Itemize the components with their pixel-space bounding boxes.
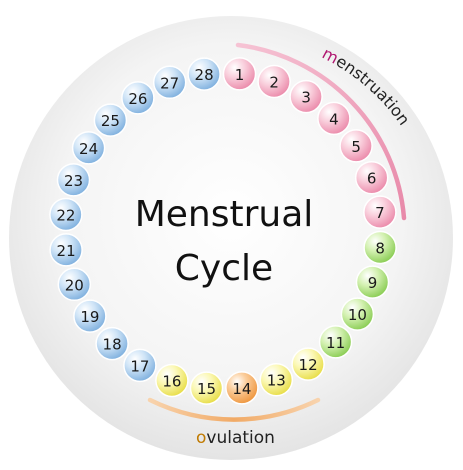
day-number: 21	[57, 242, 76, 260]
day-bead-12: 12	[291, 347, 325, 381]
day-circle	[363, 230, 397, 265]
ovulation-label-first: o	[196, 428, 206, 448]
day-bead-2: 2	[257, 64, 291, 99]
title-line-2: Cycle	[175, 248, 273, 289]
day-bead-9: 9	[355, 265, 390, 299]
day-number: 12	[299, 356, 318, 374]
day-number: 28	[195, 66, 214, 84]
day-number: 13	[267, 372, 286, 390]
day-circle	[291, 347, 325, 381]
day-bead-5: 5	[339, 129, 373, 163]
day-circle	[222, 57, 257, 91]
day-circle	[155, 363, 189, 398]
day-number: 6	[367, 170, 377, 188]
day-number: 22	[56, 207, 75, 225]
day-number: 8	[375, 240, 385, 258]
day-number: 25	[101, 112, 120, 130]
day-circle	[363, 195, 397, 229]
day-bead-16: 16	[155, 363, 189, 398]
day-number: 18	[103, 336, 122, 354]
day-circle	[123, 348, 157, 383]
day-bead-11: 11	[318, 325, 353, 359]
day-circle	[57, 267, 92, 302]
ovulation-label-rest: vulation	[206, 428, 275, 448]
day-number: 11	[326, 334, 345, 352]
day-bead-21: 21	[49, 233, 83, 267]
day-number: 27	[160, 74, 179, 92]
day-circle	[354, 160, 389, 195]
day-circle	[318, 325, 353, 359]
day-circle	[340, 297, 375, 331]
day-bead-8: 8	[363, 230, 397, 265]
day-number: 9	[368, 274, 378, 292]
day-number: 16	[162, 373, 181, 391]
day-bead-27: 27	[152, 65, 187, 100]
day-number: 19	[80, 308, 99, 326]
day-bead-22: 22	[49, 197, 83, 232]
day-bead-25: 25	[93, 103, 128, 137]
day-bead-10: 10	[340, 297, 375, 331]
day-circle	[49, 197, 83, 232]
day-circle	[257, 64, 291, 99]
day-bead-4: 4	[317, 101, 351, 136]
day-bead-14: 14	[225, 371, 259, 405]
day-number: 3	[301, 89, 311, 107]
day-circle	[355, 265, 390, 299]
day-bead-20: 20	[57, 267, 92, 302]
ovulation-arc	[147, 397, 321, 422]
day-bead-1: 1	[222, 57, 257, 91]
day-number: 5	[351, 138, 361, 156]
day-circle	[56, 163, 91, 197]
day-number: 15	[197, 380, 216, 398]
day-circle	[71, 131, 106, 165]
day-bead-3: 3	[289, 79, 323, 114]
day-bead-26: 26	[121, 81, 155, 115]
day-circle	[289, 79, 323, 114]
day-number: 23	[64, 172, 83, 190]
day-circle	[187, 57, 221, 91]
ovulation-label: ovulation	[196, 428, 275, 448]
day-circle	[73, 299, 107, 333]
day-circle	[93, 103, 128, 137]
day-bead-23: 23	[56, 163, 91, 197]
day-circle	[225, 371, 259, 405]
day-bead-6: 6	[354, 160, 389, 195]
day-number: 26	[128, 90, 147, 108]
day-circle	[121, 81, 155, 115]
menstruation-arc	[235, 42, 407, 221]
day-circle	[49, 233, 83, 267]
day-circle	[259, 362, 294, 397]
day-bead-17: 17	[123, 348, 157, 383]
day-circle	[152, 65, 187, 100]
day-number: 10	[348, 306, 367, 324]
title-line-1: Menstrual	[135, 194, 314, 235]
day-number: 24	[79, 140, 98, 158]
day-circle	[95, 326, 129, 361]
day-circle	[189, 371, 224, 405]
day-bead-15: 15	[189, 371, 224, 405]
day-bead-24: 24	[71, 131, 106, 165]
day-circle	[339, 129, 373, 163]
day-bead-18: 18	[95, 326, 129, 361]
day-bead-7: 7	[363, 195, 397, 229]
day-number: 7	[375, 204, 385, 222]
day-bead-13: 13	[259, 362, 294, 397]
day-number: 17	[130, 357, 149, 375]
day-number: 20	[65, 276, 84, 294]
day-circle	[317, 101, 351, 136]
day-number: 14	[232, 380, 251, 398]
day-number: 2	[269, 74, 279, 92]
day-number: 4	[329, 110, 339, 128]
day-bead-28: 28	[187, 57, 221, 91]
day-number: 1	[235, 66, 245, 84]
day-bead-19: 19	[73, 299, 107, 333]
